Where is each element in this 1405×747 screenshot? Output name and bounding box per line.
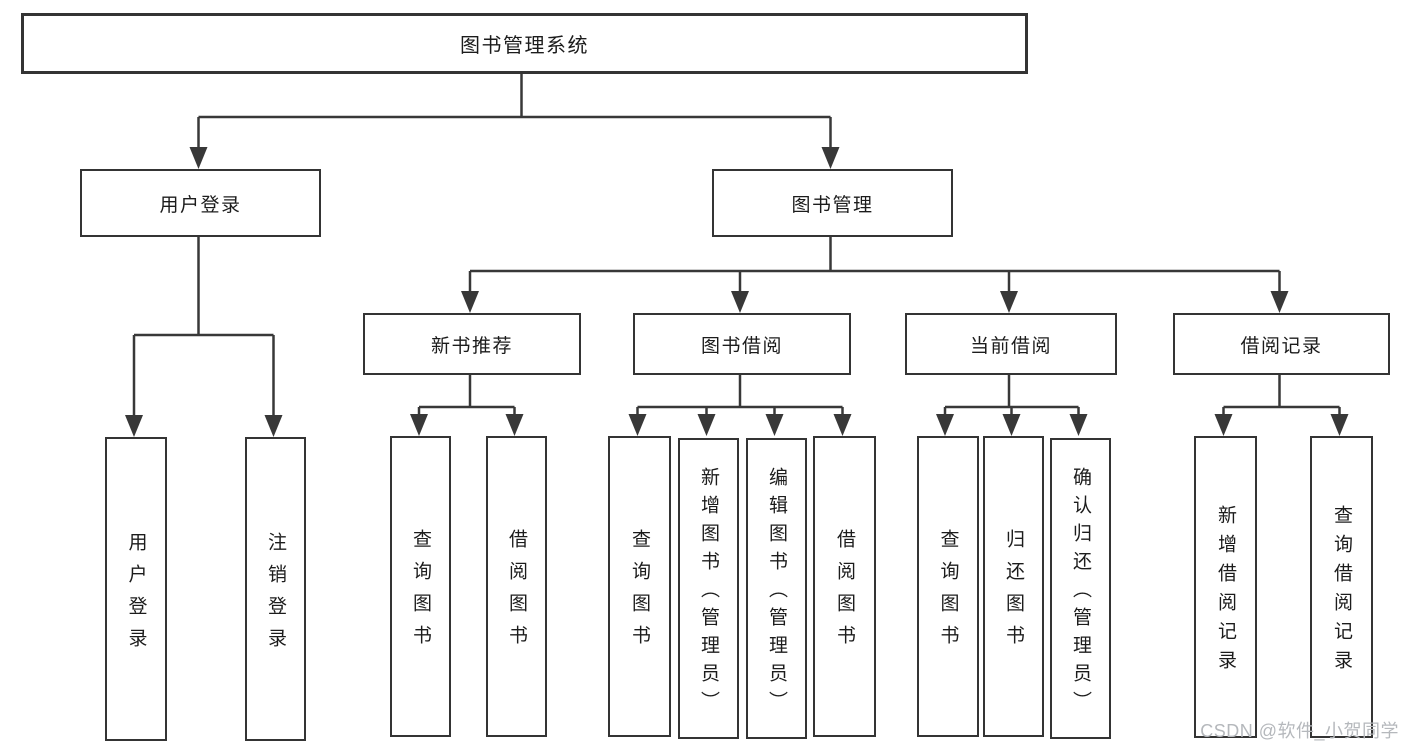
leaf-add-books-admin: 新增图书（管理员） (678, 438, 739, 739)
leaf-query-borrow-record: 查询借阅记录 (1310, 436, 1373, 738)
arrow-down-icon (264, 415, 283, 437)
leaf-add-borrow-record-label: 新增借阅记录 (1215, 505, 1236, 679)
node-book-management: 图书管理 (712, 169, 953, 237)
leaf-borrow-books-recommend: 借阅图书 (486, 436, 547, 737)
arrow-down-icon (1000, 291, 1018, 313)
leaf-logout-label: 注销登录 (265, 531, 286, 660)
arrow-down-icon (628, 414, 647, 436)
node-current-borrowing: 当前借阅 (905, 313, 1117, 375)
arrow-down-icon (410, 414, 428, 436)
node-user-login: 用户登录 (80, 169, 321, 237)
arrow-down-icon (125, 415, 143, 437)
leaf-query-books-borrowing-label: 查询图书 (629, 529, 650, 657)
leaf-borrow-books-borrowing-label: 借阅图书 (834, 529, 855, 657)
node-user-login-label: 用户登录 (159, 194, 242, 216)
node-book-borrowing-label: 图书借阅 (700, 335, 783, 357)
watermark: CSDN @软件_小贺同学 (1200, 721, 1399, 741)
leaf-borrow-books-recommend-label: 借阅图书 (506, 529, 527, 657)
leaf-edit-books-admin: 编辑图书（管理员） (746, 438, 807, 739)
arrow-down-icon (505, 414, 524, 436)
node-new-book-recommend: 新书推荐 (363, 313, 581, 375)
arrow-down-icon (1270, 291, 1289, 313)
leaf-query-books-recommend: 查询图书 (390, 436, 451, 737)
arrow-down-icon (821, 147, 840, 169)
arrow-down-icon (189, 147, 208, 169)
arrow-down-icon (833, 414, 852, 436)
leaf-query-books-current-label: 查询图书 (937, 529, 959, 657)
arrow-down-icon (1002, 414, 1021, 436)
leaf-edit-books-admin-label: 编辑图书（管理员） (766, 467, 787, 719)
leaf-logout: 注销登录 (245, 437, 306, 741)
leaf-confirm-return-admin-label: 确认归还（管理员） (1070, 467, 1091, 719)
node-current-borrowing-label: 当前借阅 (969, 335, 1052, 357)
node-root: 图书管理系统 (21, 13, 1028, 74)
leaf-user-login: 用户登录 (105, 437, 167, 741)
arrowheads (125, 147, 1349, 437)
arrow-down-icon (1330, 414, 1349, 436)
leaf-add-borrow-record: 新增借阅记录 (1194, 436, 1257, 738)
leaf-query-books-recommend-label: 查询图书 (410, 529, 431, 657)
node-book-management-label: 图书管理 (791, 194, 874, 216)
arrow-down-icon (697, 414, 716, 436)
leaf-user-login-label: 用户登录 (125, 531, 147, 660)
leaf-confirm-return-admin: 确认归还（管理员） (1050, 438, 1111, 739)
node-borrowing-records: 借阅记录 (1173, 313, 1390, 375)
node-borrowing-records-label: 借阅记录 (1240, 335, 1323, 357)
leaf-query-borrow-record-label: 查询借阅记录 (1331, 505, 1352, 679)
node-root-label: 图书管理系统 (460, 35, 589, 57)
node-book-borrowing: 图书借阅 (633, 313, 851, 375)
leaf-return-books-label: 归还图书 (1003, 529, 1024, 657)
leaf-query-books-current: 查询图书 (917, 436, 979, 737)
arrow-down-icon (1214, 414, 1233, 436)
leaf-return-books: 归还图书 (983, 436, 1044, 737)
arrow-down-icon (461, 291, 479, 313)
leaf-add-books-admin-label: 新增图书（管理员） (698, 467, 719, 719)
arrow-down-icon (731, 291, 749, 313)
leaf-borrow-books-borrowing: 借阅图书 (813, 436, 876, 737)
connector-segments (132, 68, 1341, 416)
node-new-book-recommend-label: 新书推荐 (430, 335, 513, 357)
arrow-down-icon (765, 414, 784, 436)
arrow-down-icon (1069, 414, 1088, 436)
arrow-down-icon (936, 414, 954, 436)
leaf-query-books-borrowing: 查询图书 (608, 436, 671, 737)
